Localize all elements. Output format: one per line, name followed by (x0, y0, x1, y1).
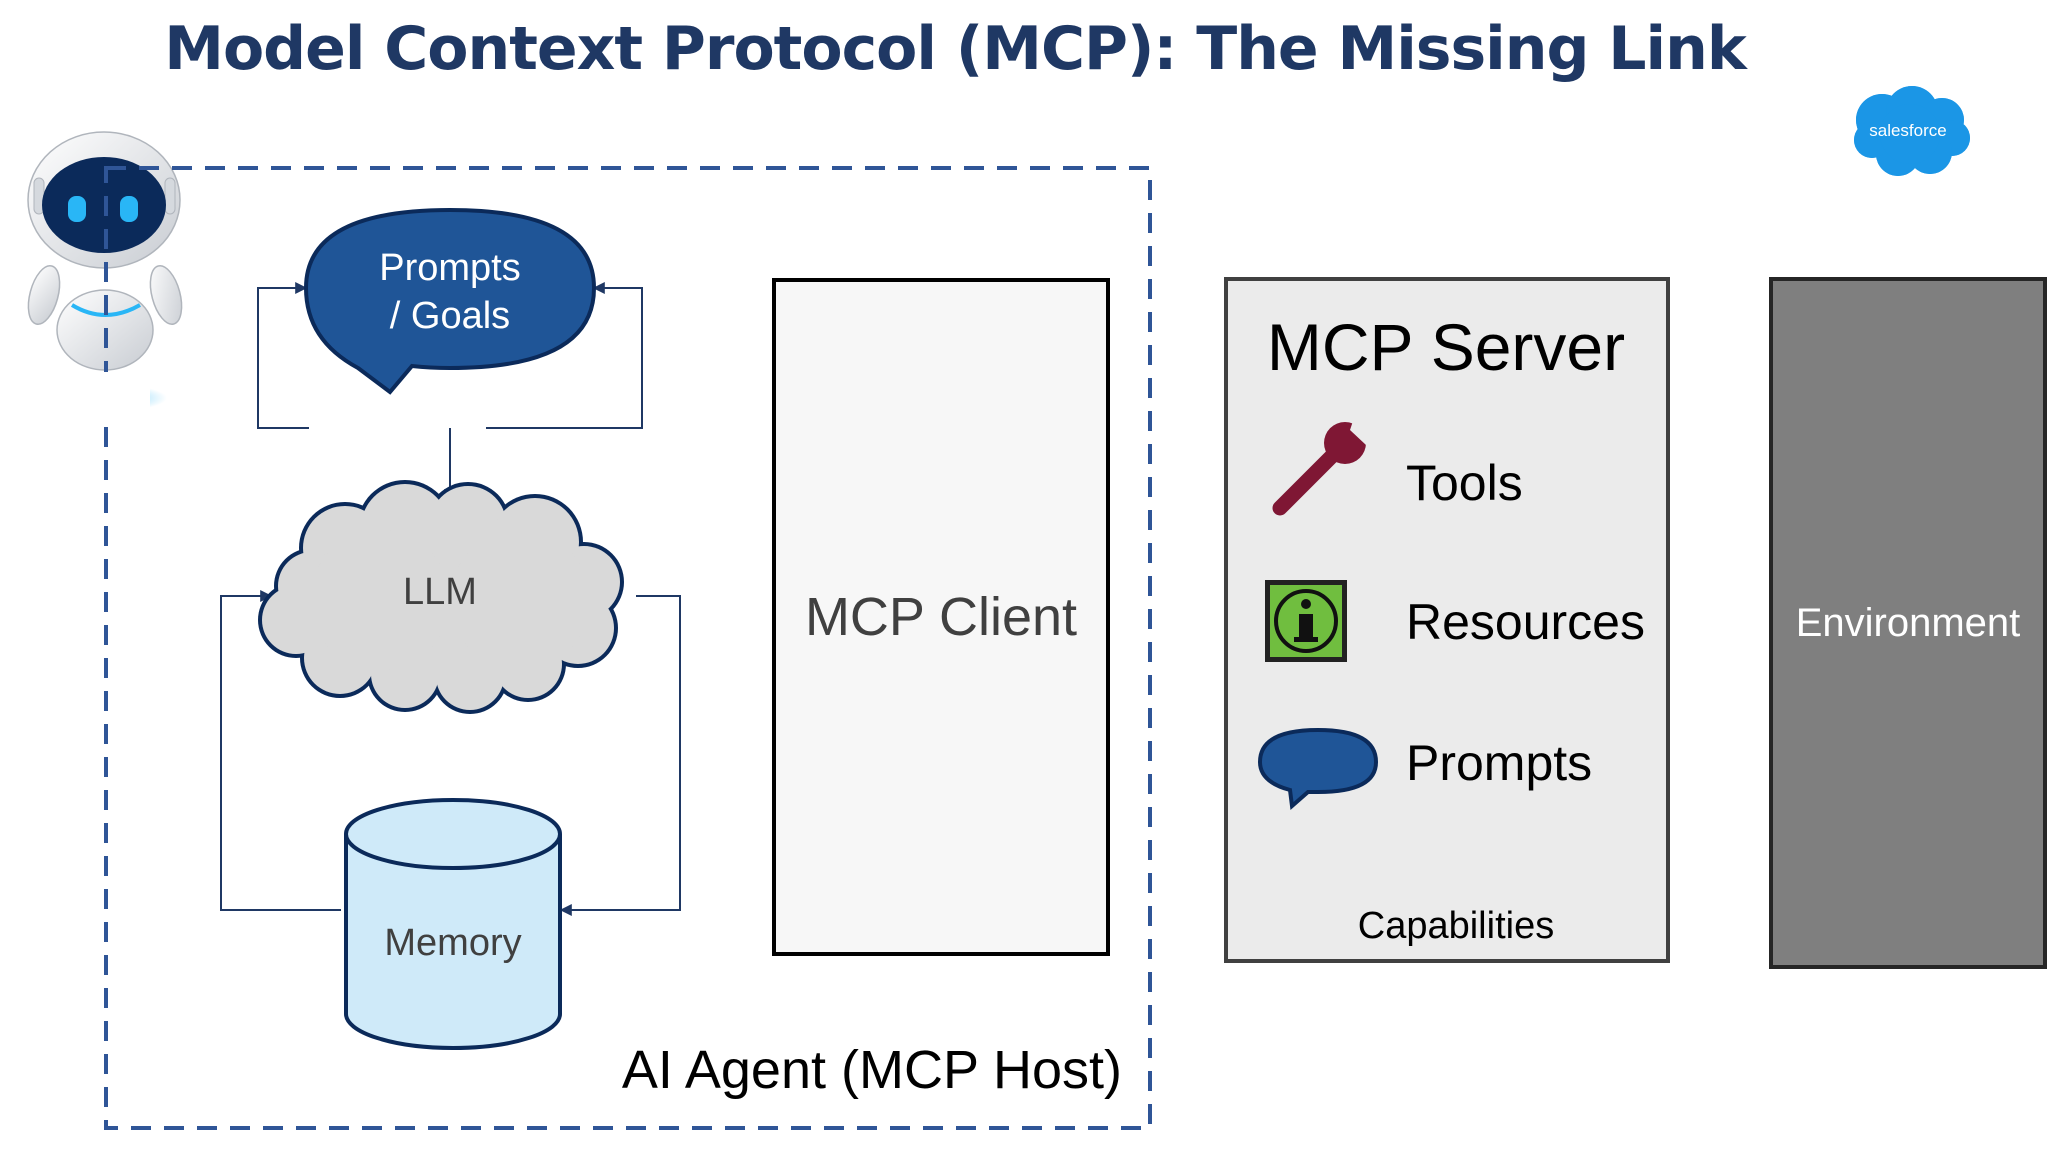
info-icon (1265, 580, 1347, 662)
capabilities-label: Capabilities (1358, 905, 1554, 947)
mcp-server-box: MCP Server Tools Resources Prompts Capab… (1224, 277, 1670, 963)
capability-prompts-label: Prompts (1406, 735, 1592, 791)
salesforce-logo-text: salesforce (1869, 121, 1946, 140)
capability-tools-label: Tools (1406, 455, 1523, 511)
prompts-goals-bubble: Prompts / Goals (303, 207, 597, 395)
ai-agent-host-boundary (104, 166, 1152, 1130)
capability-resources-label: Resources (1406, 594, 1645, 650)
prompts-goals-line1: Prompts (379, 247, 520, 289)
memory-to-llm-left-arrow (220, 590, 341, 911)
llm-cloud: LLM (258, 480, 624, 714)
speech-bubble-icon (1257, 727, 1379, 810)
llm-to-memory-right-arrow (559, 595, 681, 916)
salesforce-logo: salesforce (1854, 86, 1970, 176)
memory-label: Memory (384, 922, 521, 964)
boundary-mask (30, 372, 150, 422)
llm-label: LLM (403, 571, 477, 613)
prompts-feedback-left-arrow (257, 282, 309, 429)
prompts-goals-line2: / Goals (390, 295, 510, 337)
wrench-icon (1272, 418, 1370, 516)
prompts-feedback-right-arrow (486, 282, 643, 429)
environment-box: Environment (1769, 277, 2047, 969)
mcp-client-box: MCP Client (772, 278, 1110, 956)
mcp-server-title: MCP Server (1267, 310, 1625, 384)
mcp-client-label: MCP Client (805, 587, 1077, 647)
connector-lines (220, 282, 681, 916)
ai-agent-host-label: AI Agent (MCP Host) (622, 1040, 1122, 1100)
memory-cylinder: Memory (344, 798, 562, 1050)
environment-label: Environment (1796, 601, 2021, 645)
page-title: Model Context Protocol (MCP): The Missin… (164, 14, 1746, 84)
